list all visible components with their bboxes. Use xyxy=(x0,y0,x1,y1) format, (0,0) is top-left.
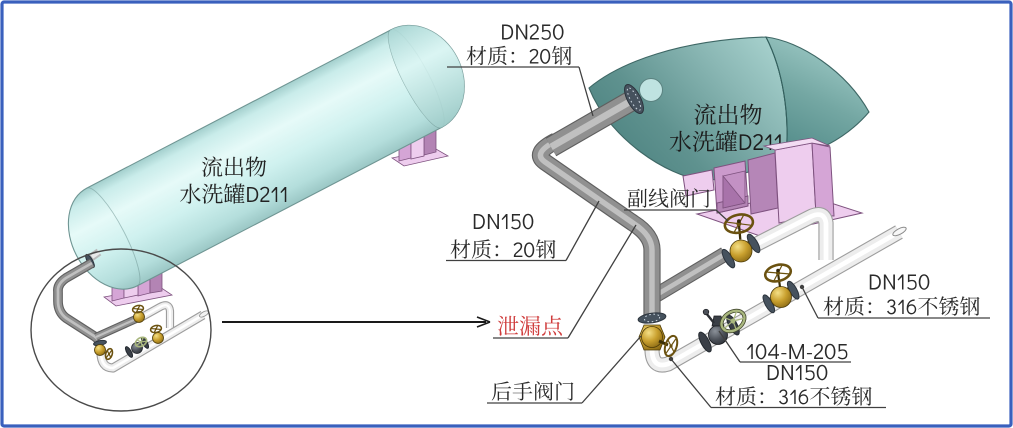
overview-root-valve-wheel xyxy=(104,347,114,361)
overview-bypass-pipe xyxy=(94,315,138,341)
detail-pipe-open-end xyxy=(892,226,907,237)
detail-root-valve-flange xyxy=(637,312,667,324)
detail-root-valve-wheel xyxy=(663,334,679,358)
detail-bypass-white xyxy=(753,206,834,260)
label-root-valve: 后手阀门 xyxy=(487,335,642,404)
overview-pipe-steel xyxy=(53,258,103,344)
label-branch-leader xyxy=(801,286,819,319)
label-riser-text: 材质：20钢 xyxy=(450,239,557,262)
detail-line-valve xyxy=(762,263,800,314)
overview-gate-valve xyxy=(131,342,143,354)
detail-tank-label2: 水洗罐D211 xyxy=(670,129,792,155)
label-root-valve-text: 后手阀门 xyxy=(491,381,575,404)
detail-bypass-valve xyxy=(721,213,761,269)
overview-tank xyxy=(67,24,465,290)
detail-line-valve-handwheel xyxy=(763,263,793,283)
overview-gate-wheel xyxy=(134,336,148,348)
detail-pipe-riser xyxy=(531,133,661,316)
label-branch-text: 材质：316不锈钢 xyxy=(823,296,984,319)
overview-bypass-valve-wheel xyxy=(131,304,145,314)
label-root-valve-leader xyxy=(581,335,642,404)
overview-tank-label2: 水洗罐D211 xyxy=(190,182,307,207)
label-outlet-text: 材质：316不锈钢 xyxy=(715,386,876,409)
label-outlet-leader xyxy=(670,358,712,408)
overview-line-valve-wheel xyxy=(149,324,163,334)
overview-main-pipe xyxy=(96,311,206,373)
detail-panel xyxy=(531,36,907,373)
label-riser: DN150 材质：20钢 xyxy=(446,200,600,262)
label-outlet-text: DN150 xyxy=(766,360,834,385)
overview-panel xyxy=(30,24,491,412)
overview-bypass-valve xyxy=(133,311,145,323)
label-riser-leader xyxy=(565,200,600,261)
label-nozzle-text: DN250 xyxy=(500,20,568,45)
label-branch-text: DN150 xyxy=(868,270,936,295)
label-nozzle-leader xyxy=(578,66,594,117)
detail-support xyxy=(682,137,864,237)
detail-tank-head xyxy=(588,36,870,181)
label-leak-point-text: 泄漏点 xyxy=(497,314,563,339)
detail-circle xyxy=(30,248,212,412)
detail-tank-label1: 流出物 xyxy=(694,102,763,128)
label-outlet-leader xyxy=(718,330,741,363)
label-bypass-valve-text: 副线阀门 xyxy=(627,188,711,211)
label-leak-point-leader xyxy=(567,224,637,339)
detail-nozzle-end xyxy=(639,78,663,102)
detail-gate-wheel xyxy=(719,308,747,334)
detail-gate-flange-left xyxy=(698,331,712,353)
detail-bypass-valve-body xyxy=(729,239,753,263)
detail-bypass-pipe xyxy=(649,247,729,304)
overview-line-valve xyxy=(152,332,164,344)
overview-gate-flange xyxy=(124,346,134,358)
label-leak-point: 泄漏点 xyxy=(493,224,637,339)
overview-tank-label1: 流出物 xyxy=(201,155,267,180)
overview-bypass-white xyxy=(140,301,175,328)
detail-main-pipe xyxy=(644,225,903,373)
detail-pipe-dn250 xyxy=(545,91,637,157)
detail-line-valve-body xyxy=(770,286,792,308)
label-bypass-valve-leader xyxy=(715,209,729,222)
overview-root-valve xyxy=(94,344,106,356)
zoom-arrow xyxy=(222,316,491,328)
detail-gate-valve xyxy=(698,308,747,353)
label-nozzle-text: 材质：20钢 xyxy=(466,46,573,69)
detail-nozzle-flange xyxy=(624,84,644,114)
label-riser-text: DN150 xyxy=(472,209,540,234)
label-bypass-valve: 副线阀门 xyxy=(624,188,729,222)
detail-root-valve xyxy=(637,312,679,358)
